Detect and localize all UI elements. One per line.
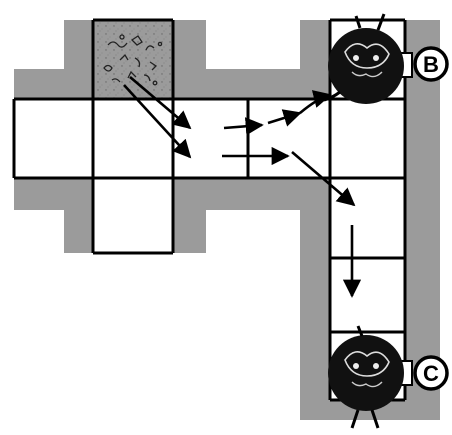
movement-arrow-icon — [223, 117, 264, 136]
marker-label: C — [423, 361, 439, 386]
floor-tile — [93, 178, 173, 253]
marker-b: B — [413, 46, 449, 82]
floor-tile — [330, 99, 405, 178]
movement-arrows — [123, 76, 362, 298]
movement-arrow-icon — [299, 90, 332, 114]
floor-tile — [330, 258, 405, 332]
movement-arrow-icon — [291, 151, 356, 207]
floor-tile — [14, 99, 93, 178]
floor-tile — [248, 99, 330, 178]
marker-label: B — [423, 52, 439, 77]
movement-arrow-icon — [129, 76, 192, 130]
wall-lower-left — [300, 252, 330, 420]
wall-junction-top — [248, 69, 308, 99]
wall-junction-bottom — [248, 178, 308, 210]
monster-token-icon — [323, 13, 413, 104]
rubble-icon — [103, 34, 163, 86]
grid-lines — [12, 18, 407, 402]
marker-c: C — [413, 355, 449, 391]
movement-arrow-icon — [267, 109, 302, 127]
floor-tile — [93, 99, 173, 178]
floor-tile — [330, 178, 405, 258]
monster-token-icon — [328, 325, 413, 429]
movement-arrow-icon — [123, 84, 192, 159]
floor-tile — [173, 99, 248, 178]
wall-right-outer — [405, 20, 440, 420]
floor-tile-rubble — [92, 20, 175, 99]
wall-right-inner — [300, 178, 330, 258]
